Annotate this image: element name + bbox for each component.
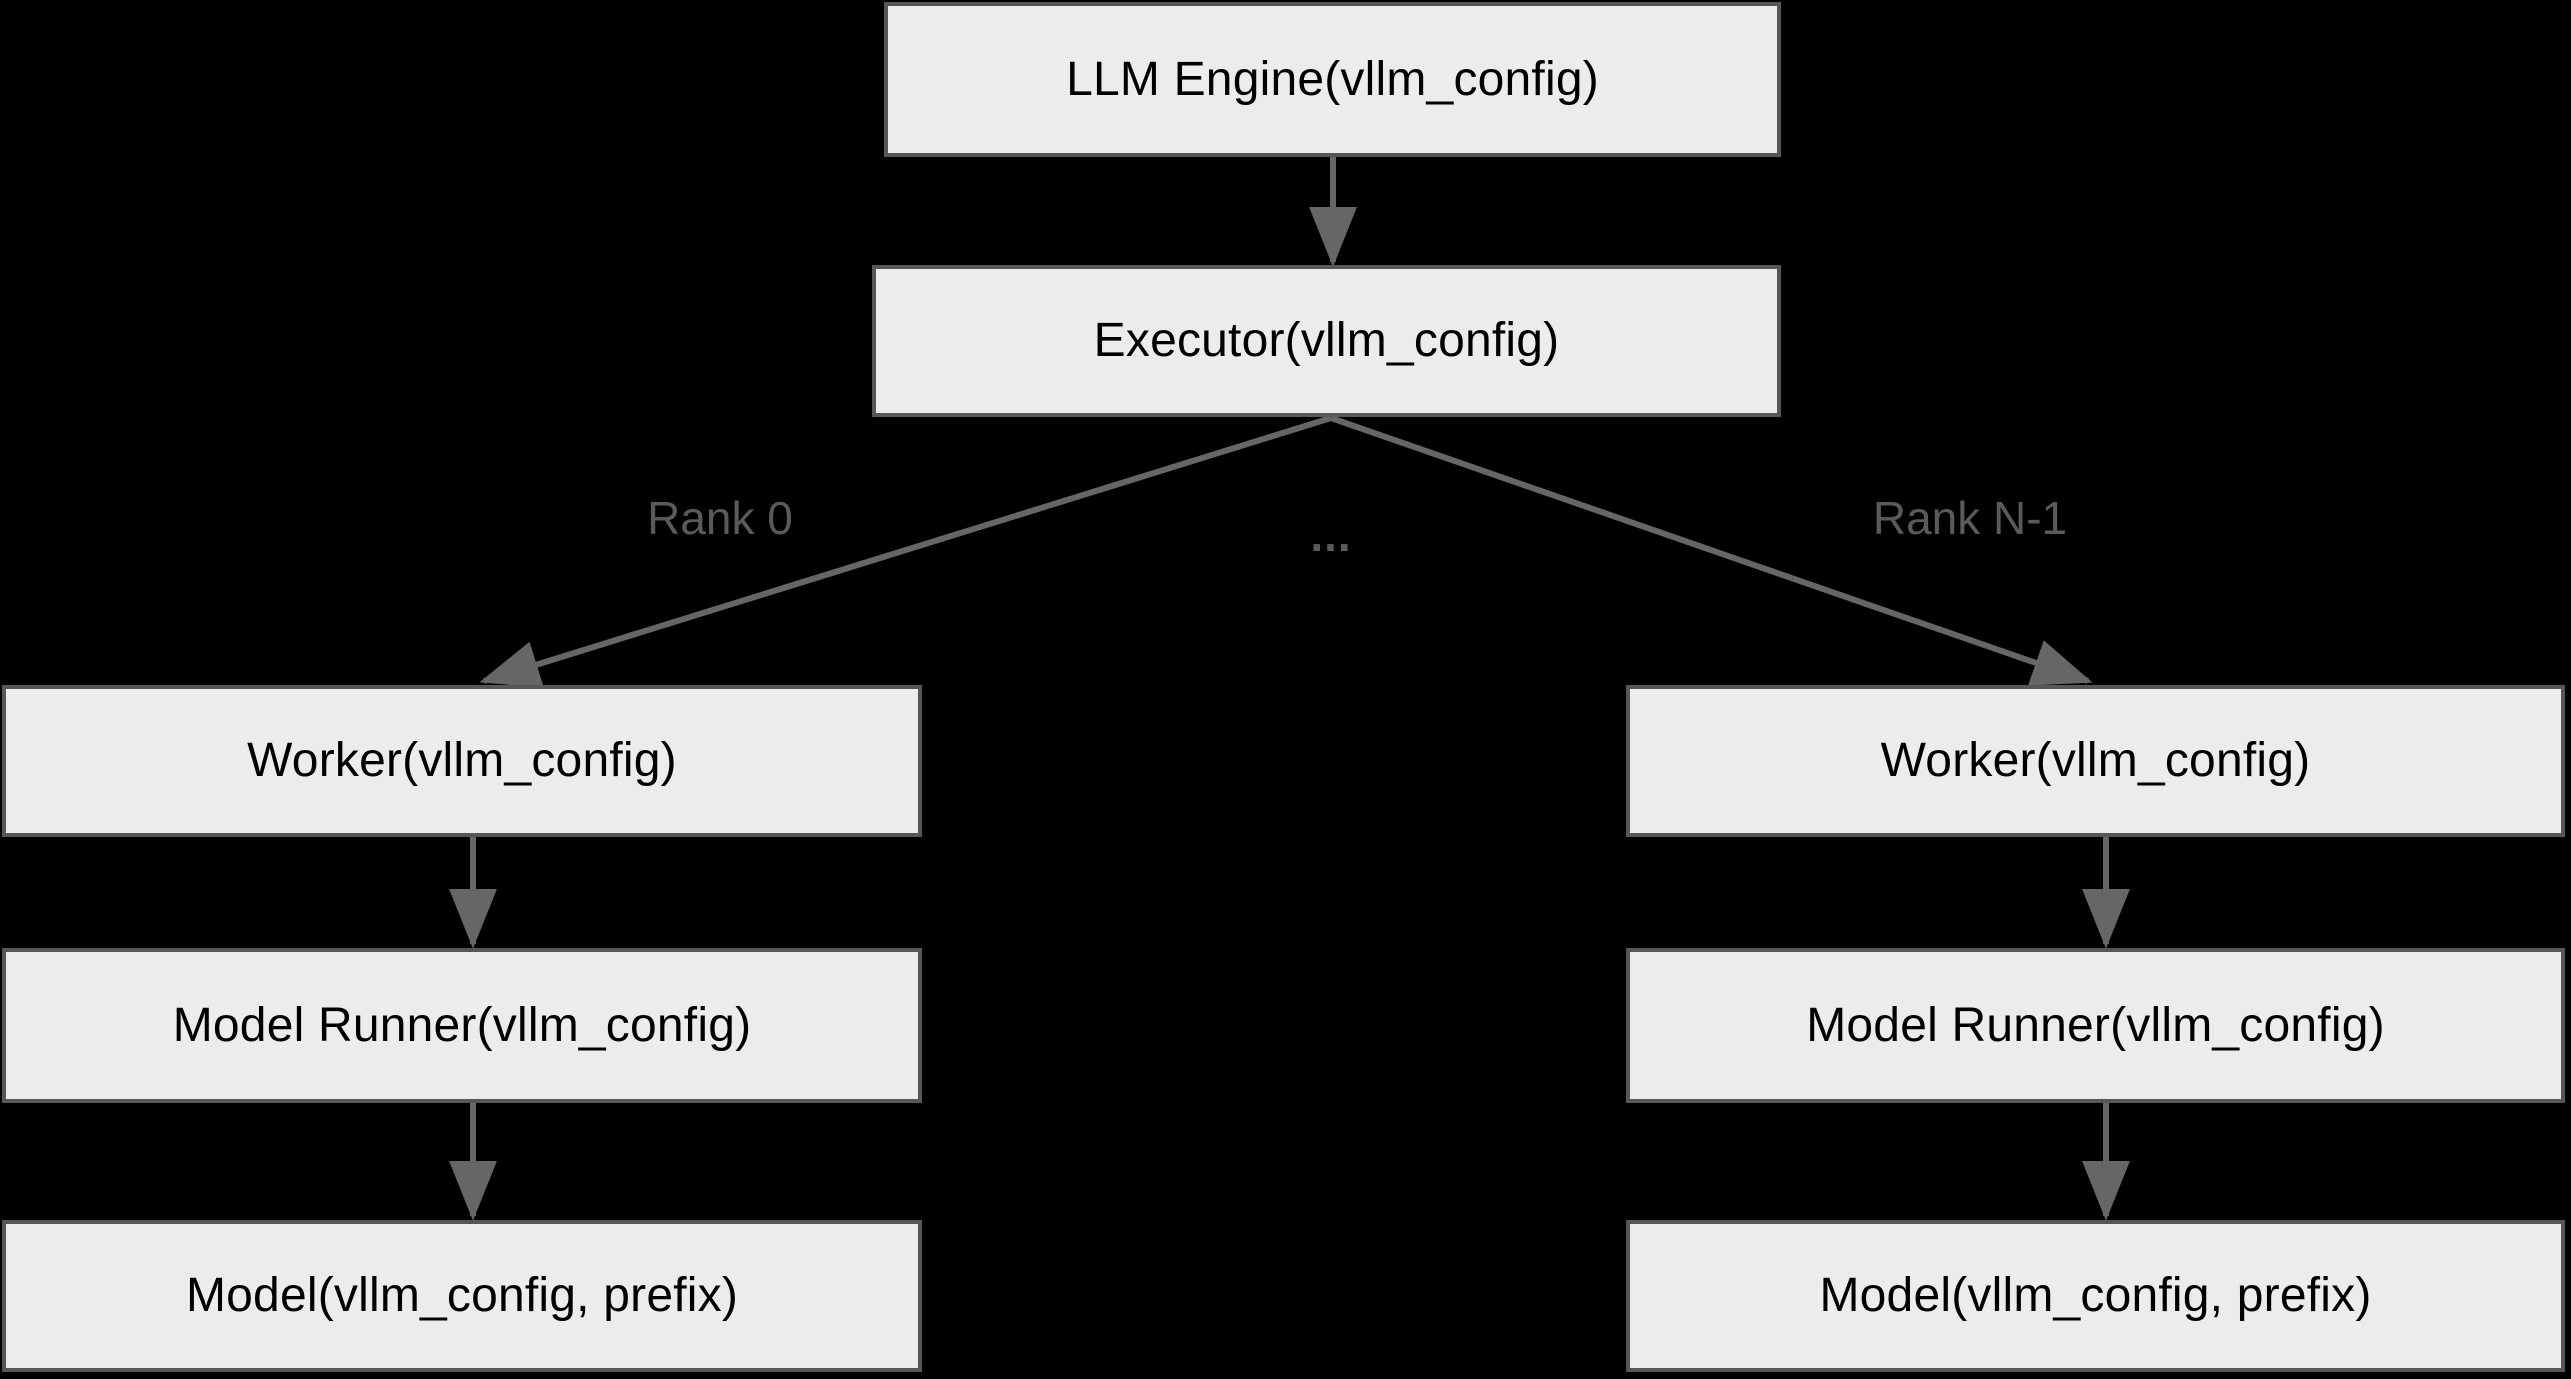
node-model-runner-rankn-label: Model Runner(vllm_config) — [1806, 998, 2385, 1052]
node-model-rank0-label: Model(vllm_config, prefix) — [185, 1269, 739, 1322]
node-llm-engine[interactable]: LLM Engine(vllm_config) — [884, 2, 1781, 157]
edge-executor-to-worker-rankn — [1330, 415, 2093, 686]
node-model-runner-rankn[interactable]: Model Runner(vllm_config) — [1626, 948, 2565, 1103]
node-model-rank0[interactable]: Model(vllm_config, prefix) — [2, 1220, 922, 1372]
edge-label-rank-n-minus-1: Rank N-1 — [1872, 492, 2068, 544]
edge-label-rank-0: Rank 0 — [647, 492, 793, 544]
node-executor[interactable]: Executor(vllm_config) — [872, 265, 1781, 417]
node-model-rankn-label: Model(vllm_config, prefix) — [1819, 1269, 2372, 1322]
node-model-rankn[interactable]: Model(vllm_config, prefix) — [1626, 1220, 2565, 1372]
node-worker-rank0[interactable]: Worker(vllm_config) — [2, 685, 922, 837]
node-executor-label: Executor(vllm_config) — [1093, 314, 1560, 367]
node-worker-rank0-label: Worker(vllm_config) — [247, 734, 677, 787]
node-worker-rankn[interactable]: Worker(vllm_config) — [1626, 685, 2565, 837]
node-model-runner-rank0[interactable]: Model Runner(vllm_config) — [2, 948, 922, 1103]
node-model-runner-rank0-label: Model Runner(vllm_config) — [172, 998, 752, 1052]
edge-label-ellipsis: ... — [1310, 509, 1352, 561]
edge-executor-to-worker-rank0 — [479, 415, 1332, 688]
node-worker-rankn-label: Worker(vllm_config) — [1880, 734, 2311, 787]
node-llm-engine-label: LLM Engine(vllm_config) — [1066, 52, 1599, 106]
